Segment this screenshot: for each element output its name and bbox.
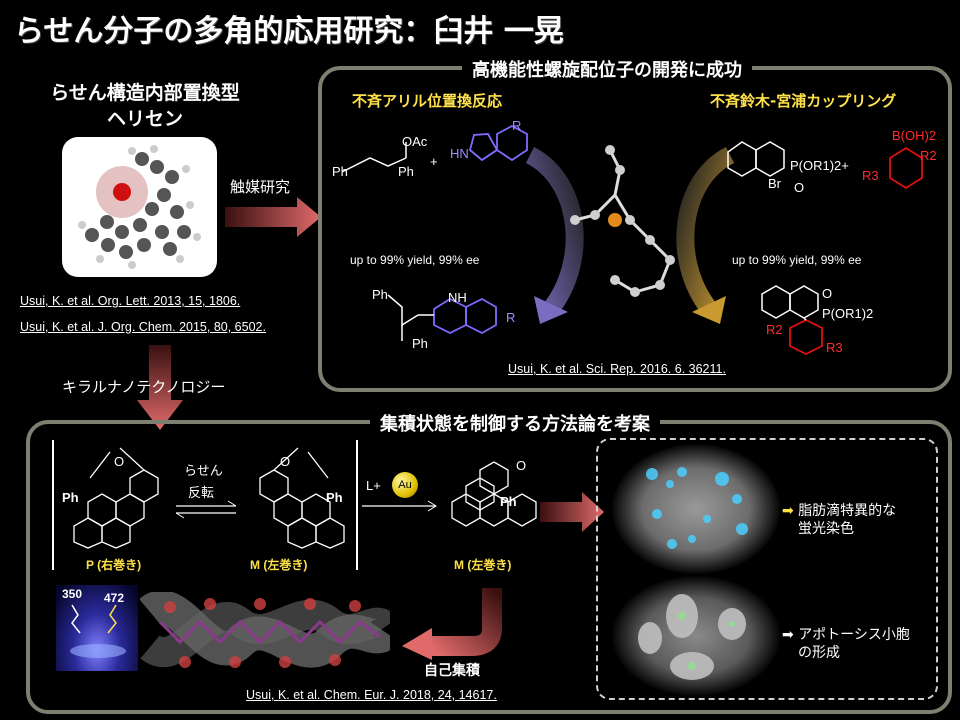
allylic-substitution-title: 不斉アリル位置換反応 <box>352 92 503 110</box>
allyl-acetate-structure <box>341 142 407 173</box>
r-label-indole: R <box>512 118 522 133</box>
p-helicity-label: P (右巻き) <box>86 558 142 572</box>
bio-result-lipid: ➡ 脂肪滴特異的な 蛍光染色 <box>782 502 896 538</box>
helical-assembly-image <box>140 592 390 668</box>
arrow-icon: ➡ <box>782 503 794 519</box>
suzuki-coupling-title: 不斉鈴木-宮浦カップリング <box>710 92 897 110</box>
helicene-model-image <box>62 137 217 277</box>
allylic-yield: up to 99% yield, 99% ee <box>350 253 480 267</box>
plus-sign: + <box>430 154 438 169</box>
lipid-droplet-micrograph <box>612 444 780 574</box>
reference-org-lett: Usui, K. et al. Org. Lett. 2013, 15, 180… <box>20 294 241 308</box>
m-helicene-structure <box>259 447 345 549</box>
product-ph-label: Ph <box>500 494 517 509</box>
r2-label: R2 <box>920 148 937 163</box>
boh2-label: B(OH)2 <box>892 128 937 143</box>
r3-label: R3 <box>862 168 879 183</box>
wavelength-472: 472 <box>104 591 125 605</box>
o-label-2: O <box>822 286 833 301</box>
oac-label: OAc <box>402 134 428 149</box>
m-o-label: O <box>280 454 291 469</box>
bio-application-box <box>596 438 938 700</box>
br-label: Br <box>768 176 781 191</box>
o-label-1: O <box>794 180 805 195</box>
p-o-label: O <box>114 454 125 469</box>
bio1-line2: 蛍光染色 <box>798 521 854 537</box>
naphthyl-phosphonate-structure <box>727 141 785 177</box>
biaryl-product-structure <box>761 285 823 356</box>
reference-j-org-chem: Usui, K. et al. J. Org. Chem. 2015, 80, … <box>20 320 266 334</box>
reference-sci-rep: Usui, K. et al. Sci. Rep. 2016. 6. 36211… <box>508 362 726 376</box>
helicene-heading: らせん構造内部置換型 ヘリセン <box>30 80 260 132</box>
reference-chem-eur-j: Usui, K. et al. Chem. Eur. J. 2018, 24, … <box>246 688 497 702</box>
bio-application-arrow <box>540 492 604 532</box>
chiral-nanotech-label: キラルナノテクノロジー <box>62 378 226 396</box>
p-or-label: P(OR1)2+ <box>790 158 849 173</box>
product-helicene-structure <box>451 461 537 527</box>
fluorescence-vial-photo: 350 472 <box>56 585 138 671</box>
ligand-l-label: L+ <box>366 478 381 493</box>
r3-label-product: R3 <box>826 340 843 355</box>
gold-label: Au <box>398 479 412 491</box>
helicene-heading-line1: らせん構造内部置換型 <box>50 82 240 104</box>
ph-label-1: Ph <box>332 164 348 179</box>
bio2-line1: アポトーシス小胞 <box>798 627 910 643</box>
product-o-label: O <box>516 458 527 473</box>
helical-ligand-model <box>525 145 735 324</box>
wavelength-350: 350 <box>62 587 83 601</box>
product-helicity-label: M (左巻き) <box>454 558 512 572</box>
helix-label: らせん <box>184 464 223 479</box>
ph-label-2: Ph <box>398 164 414 179</box>
helicene-heading-line2: ヘリセン <box>106 108 183 130</box>
apoptosis-micrograph <box>612 576 780 696</box>
self-assembly-label: 自己集積 <box>424 663 480 679</box>
suzuki-yield: up to 99% yield, 99% ee <box>732 253 862 267</box>
chiral-down-arrow <box>137 345 183 430</box>
self-assembly-arrow <box>402 588 502 660</box>
equilibrium-bracket <box>52 440 358 570</box>
equilibrium-arrows <box>175 500 237 519</box>
catalysis-label: 触媒研究 <box>230 178 291 196</box>
r-label-product: R <box>506 310 516 325</box>
arrow-icon-2: ➡ <box>782 627 794 643</box>
m-ph-label: Ph <box>326 490 343 505</box>
indole-structure <box>468 124 528 162</box>
catalysis-arrow <box>225 197 321 237</box>
lipid-droplets <box>646 467 748 549</box>
apoptotic-cells <box>638 594 746 680</box>
ph-label-3: Ph <box>372 287 388 302</box>
inversion-label: 反転 <box>188 486 215 501</box>
m-helicity-label: M (左巻き) <box>250 558 308 572</box>
bio2-line2: の形成 <box>798 645 840 661</box>
reaction-arrow <box>362 500 437 512</box>
bio-result-apoptosis: ➡ アポトーシス小胞 の形成 <box>782 626 910 662</box>
allylic-product-structure <box>387 294 497 341</box>
ligand-panel-label: 高機能性螺旋配位子の開発に成功 <box>462 56 752 82</box>
p-ph-label: Ph <box>62 490 79 505</box>
assembly-panel-label: 集積状態を制御する方法論を考案 <box>370 410 660 436</box>
p-or2-label: P(OR1)2 <box>822 306 874 321</box>
page-title: らせん分子の多角的応用研究：臼井 一晃 <box>14 14 564 49</box>
gold-catalyst-icon: Au <box>392 472 418 498</box>
p-helicene-structure <box>73 447 159 549</box>
r2-label-product: R2 <box>766 322 783 337</box>
hn-label: HN <box>450 146 469 161</box>
boronic-acid-structure <box>889 146 923 190</box>
nh-label: NH <box>448 290 467 305</box>
ph-label-4: Ph <box>412 336 428 351</box>
bio1-line1: 脂肪滴特異的な <box>798 503 897 519</box>
excitation-emission-arrows <box>70 604 126 658</box>
